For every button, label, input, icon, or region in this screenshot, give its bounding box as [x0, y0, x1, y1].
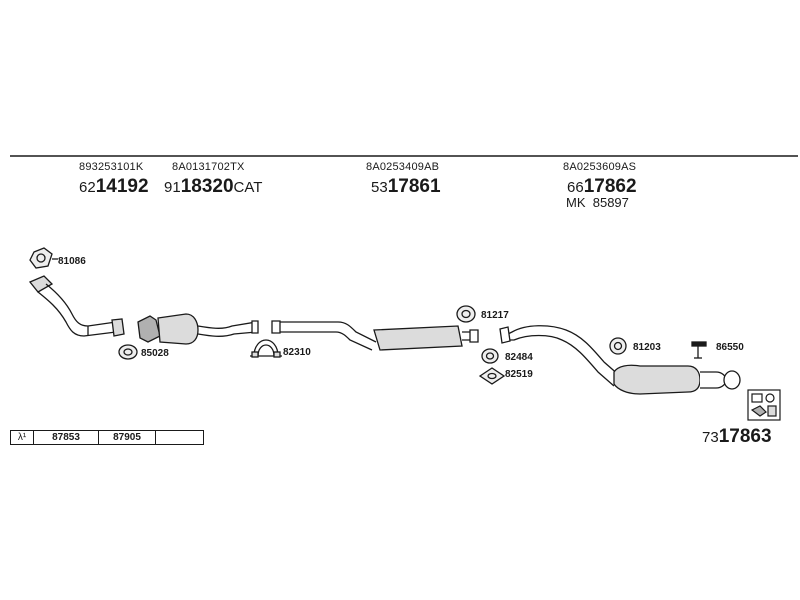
- clamp-82310-shape[interactable]: [250, 339, 282, 358]
- mk-kit: MK 85897: [566, 196, 629, 209]
- label-81086: 81086: [58, 256, 86, 267]
- middle-silencer[interactable]: [271, 320, 479, 351]
- label-86550: 86550: [716, 342, 744, 353]
- lambda-symbol: λ¹: [11, 431, 34, 444]
- rear-silencer[interactable]: [499, 325, 741, 395]
- mk-label: MK: [566, 195, 586, 210]
- part-number-4: 6617862: [567, 177, 637, 196]
- oem-number-2: 8A0131702TX: [172, 161, 245, 173]
- oem-number-3: 8A0253409AB: [366, 161, 440, 173]
- part-main-4: 17862: [583, 176, 637, 197]
- kit-main: 17863: [718, 426, 772, 447]
- ring-85028-shape[interactable]: [118, 344, 138, 360]
- kit-prefix: 73: [702, 429, 719, 446]
- lambda-cell-1: 87853: [34, 431, 99, 444]
- part-number-1: 6214192: [79, 177, 149, 196]
- ring-81203-shape[interactable]: [609, 337, 627, 355]
- label-81203: 81203: [633, 342, 661, 353]
- part-number-2: 9118320CAT: [164, 177, 262, 196]
- ring-82484-shape[interactable]: [481, 348, 499, 364]
- mounting-kit-icon: [747, 389, 781, 421]
- label-82484: 82484: [505, 352, 533, 363]
- part-prefix-3: 53: [371, 179, 388, 196]
- gasket-81086-shape[interactable]: [29, 247, 58, 269]
- part-main-2: 18320: [180, 176, 234, 197]
- part-prefix-1: 62: [79, 179, 96, 196]
- mk-number: 85897: [592, 195, 629, 210]
- lambda-cell-3: [156, 431, 202, 444]
- ring-81217-shape[interactable]: [456, 305, 476, 323]
- lambda-cell-2: 87905: [99, 431, 156, 444]
- oem-number-1: 893253101K: [79, 161, 144, 173]
- part-prefix-2: 91: [164, 179, 181, 196]
- bracket-86550-shape[interactable]: [691, 341, 707, 359]
- part-prefix-4: 66: [567, 179, 584, 196]
- front-pipe[interactable]: [28, 275, 125, 337]
- gasket-82519-shape[interactable]: [478, 367, 506, 385]
- oem-number-4: 8A0253609AS: [563, 161, 637, 173]
- kit-number: 7317863: [702, 427, 772, 446]
- label-82519: 82519: [505, 369, 533, 380]
- part-main-3: 17861: [387, 176, 441, 197]
- part-number-3: 5317861: [371, 177, 441, 196]
- label-85028: 85028: [141, 348, 169, 359]
- catalytic-converter[interactable]: [137, 313, 259, 345]
- part-suffix-2: CAT: [233, 179, 263, 196]
- part-main-1: 14192: [95, 176, 149, 197]
- lambda-table: λ¹ 87853 87905: [10, 430, 204, 445]
- label-82310: 82310: [283, 347, 311, 358]
- label-81217: 81217: [481, 310, 509, 321]
